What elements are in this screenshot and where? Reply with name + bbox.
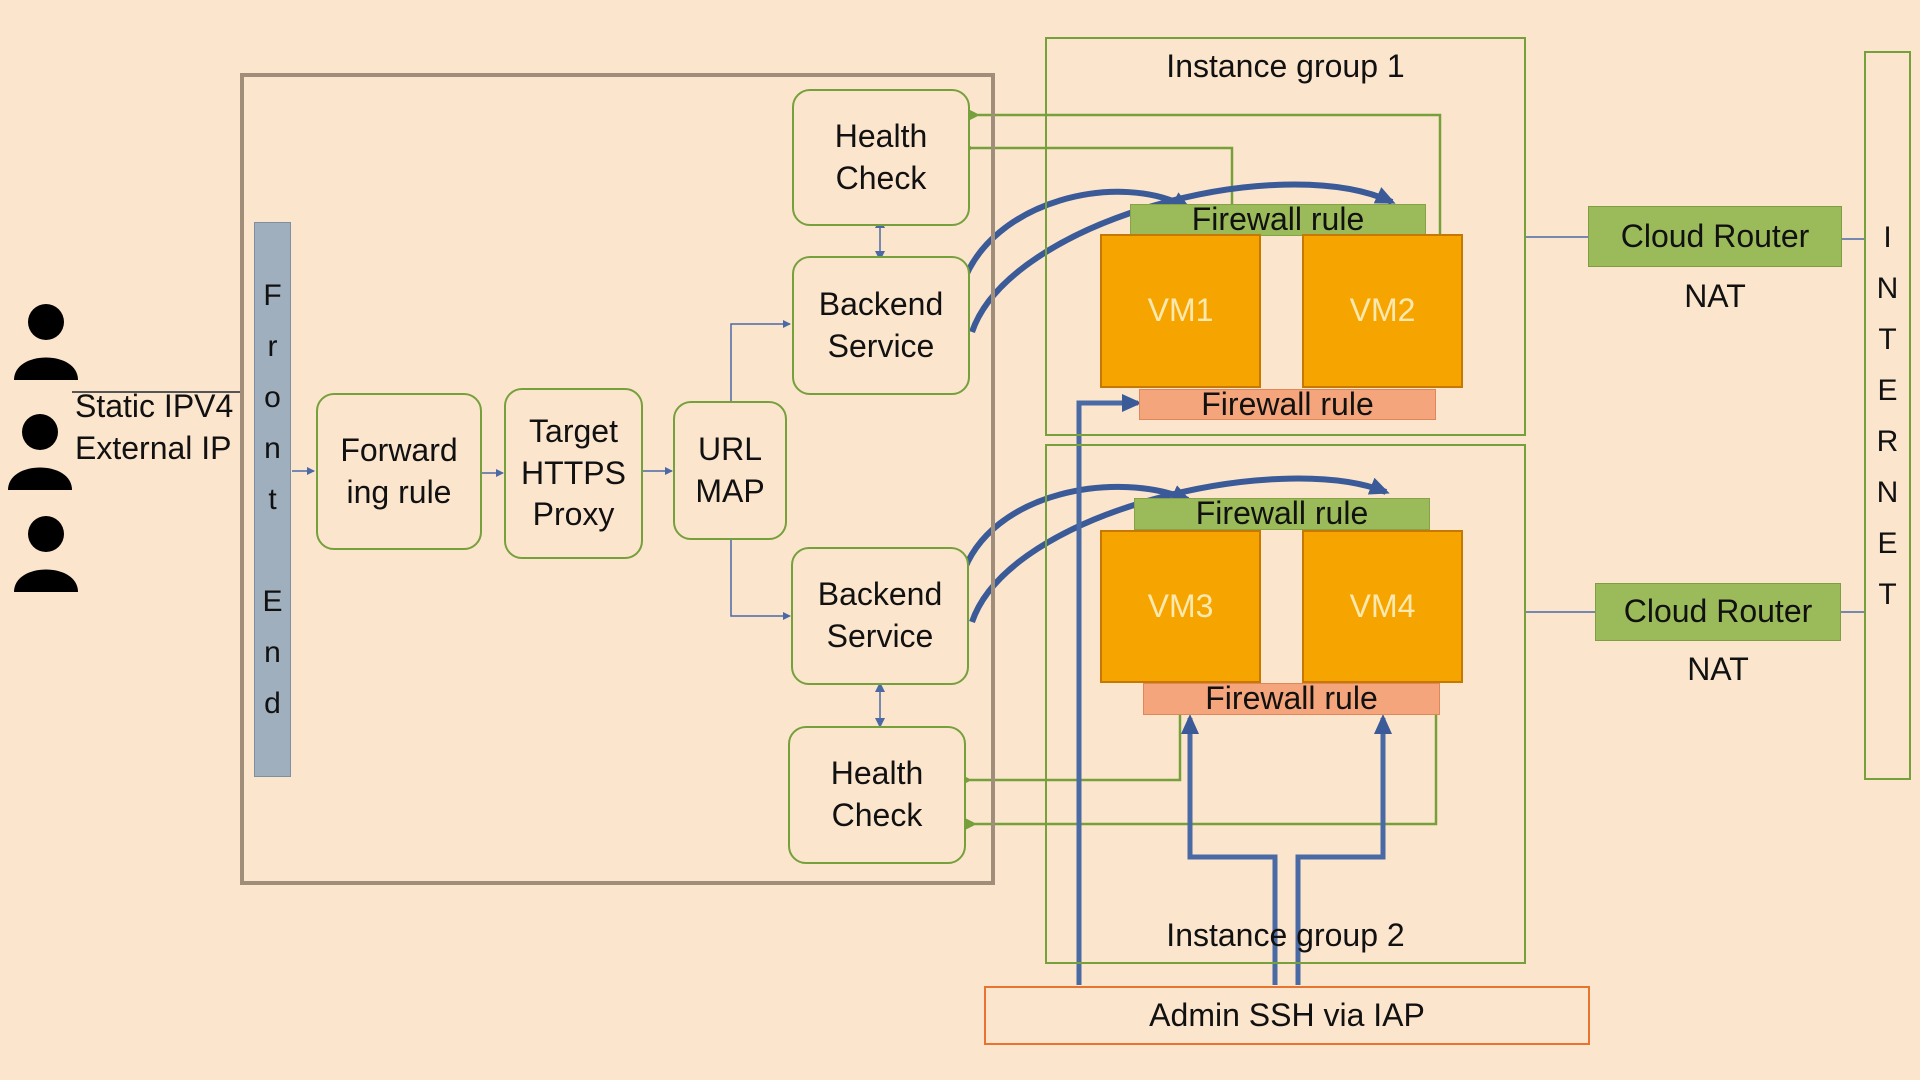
firewall-rule-group1-top[interactable]: Firewall rule (1130, 201, 1426, 237)
url-map-node[interactable]: URL MAP (673, 401, 787, 540)
iap-path-to-vm3 (1181, 714, 1278, 985)
frontend-letter: r (267, 330, 278, 363)
firewall-rule-group1-bottom[interactable]: Firewall rule (1139, 386, 1436, 422)
firewall-rule-group2-top[interactable]: Firewall rule (1134, 495, 1430, 531)
frontend-letter: E (262, 585, 283, 618)
external-ip-label: External IP (75, 430, 232, 466)
backend-top-to-fw1-curve-a (959, 188, 1192, 287)
backend-service-top-node[interactable]: Backend Service (792, 256, 970, 395)
admin-ssh-iap-box[interactable]: Admin SSH via IAP (984, 986, 1590, 1045)
instance-group-2 (1045, 444, 1526, 964)
load-balancer-container (240, 73, 995, 885)
instance-group-1-title: Instance group 1 (1166, 48, 1405, 84)
user-icon (14, 516, 78, 592)
urlmap-to-backend-top-arrow (730, 320, 791, 401)
backend-bottom-to-fw2-curve-a (959, 483, 1192, 577)
nat-label-2: NAT (1687, 651, 1749, 687)
frontend-letter: o (264, 381, 281, 414)
nat-label-1: NAT (1684, 278, 1746, 314)
target-https-proxy-node[interactable]: Target HTTPS Proxy (504, 388, 643, 559)
internet-letter: T (1878, 577, 1897, 611)
health-check-top-node[interactable]: Health Check (792, 89, 970, 226)
firewall-rule-group2-bottom[interactable]: Firewall rule (1143, 680, 1440, 716)
instance-group-1 (1045, 37, 1526, 436)
internet-letter: R (1876, 424, 1899, 458)
user-icon (14, 304, 78, 380)
vm4[interactable]: VM4 (1302, 530, 1463, 683)
internet-letter: T (1878, 322, 1897, 356)
iap-path-to-fw1 (1076, 394, 1142, 985)
cloud-router-2[interactable]: Cloud Router (1595, 583, 1841, 641)
urlmap-to-backend-bottom-arrow (730, 540, 791, 620)
static-ip-label: Static IPV4 (75, 388, 234, 424)
instance-group-2-title: Instance group 2 (1166, 917, 1405, 953)
forwarding-rule-node[interactable]: Forward ing rule (316, 393, 482, 550)
internet-letter: I (1883, 220, 1892, 254)
frontend-letter: n (264, 636, 281, 669)
frontend-letter: n (264, 432, 281, 465)
iap-path-to-vm4 (1295, 714, 1392, 985)
frontend-letter: F (263, 279, 282, 312)
vm1[interactable]: VM1 (1100, 234, 1261, 388)
frontend-letter: t (268, 483, 277, 516)
vm2[interactable]: VM2 (1302, 234, 1463, 388)
hc-path-vm4-bottom (965, 683, 1438, 830)
cloud-router-1[interactable]: Cloud Router (1588, 206, 1842, 267)
hc-path-vm2-top (968, 109, 1442, 235)
health-check-bottom-node[interactable]: Health Check (788, 726, 966, 864)
internet-letter: E (1877, 373, 1898, 407)
internet-letter: N (1876, 475, 1899, 509)
backend-service-bottom-node[interactable]: Backend Service (791, 547, 969, 685)
vm3[interactable]: VM3 (1100, 530, 1261, 683)
hc-path-vm3-bottom (960, 683, 1182, 786)
user-icon (8, 414, 72, 490)
frontend-letter: d (264, 687, 281, 720)
internet-letter: E (1877, 526, 1898, 560)
internet-letter: N (1876, 271, 1899, 305)
